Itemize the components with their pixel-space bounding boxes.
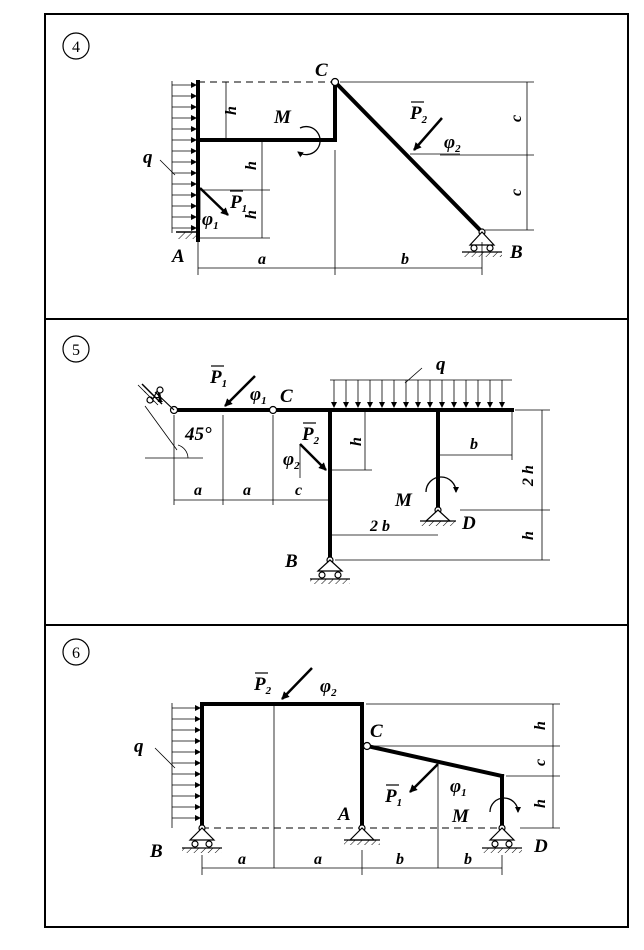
dim-2b: 2 b xyxy=(369,518,390,535)
frame-members xyxy=(172,408,514,562)
hinge-C xyxy=(362,741,372,751)
dim-2h: 2 h xyxy=(520,465,537,487)
dim-a: a xyxy=(243,482,251,499)
moment-M-arc xyxy=(297,125,321,158)
panel-number: 4 xyxy=(72,39,80,56)
dim-b: b xyxy=(396,851,404,868)
dim-b: b xyxy=(470,436,478,453)
dim-h: h xyxy=(223,106,240,115)
load-label-q: q xyxy=(134,736,144,757)
panel-5: 5 q A xyxy=(62,335,550,584)
force-P2-label: P2 xyxy=(253,674,272,697)
force-P1-arrow xyxy=(224,375,256,407)
label-B: B xyxy=(509,242,523,263)
dim-a: a xyxy=(238,851,246,868)
dim-a: a xyxy=(314,851,322,868)
force-P2-arrow xyxy=(413,117,443,151)
outer-frame xyxy=(44,13,629,928)
frame-members xyxy=(196,79,485,242)
dim-h: h xyxy=(243,210,260,219)
angle-label-45: 45° xyxy=(184,424,212,445)
dim-c: c xyxy=(532,759,549,766)
label-D: D xyxy=(461,513,476,534)
dim-h: h xyxy=(348,437,365,446)
ground-hatch xyxy=(310,579,350,584)
fixed-support-A xyxy=(178,232,196,239)
label-A: A xyxy=(171,246,185,267)
force-P2-arrow xyxy=(281,667,313,700)
hinge-C xyxy=(268,405,278,415)
panel-6: 6 q C P2 xyxy=(62,638,560,875)
angle-arc-45 xyxy=(177,444,189,459)
force-P2-label: P2 xyxy=(301,424,320,447)
panel-number-circle xyxy=(62,32,90,60)
dim-b: b xyxy=(401,251,409,268)
ground-hatch xyxy=(482,848,522,853)
dim-h: h xyxy=(520,531,537,540)
moment-M-arc xyxy=(489,797,521,813)
force-P1-arrow xyxy=(409,763,439,793)
dim-b: b xyxy=(464,851,472,868)
angle-phi1-label: φ1 xyxy=(450,776,467,799)
dim-a: a xyxy=(258,251,266,268)
angle-phi2-label: φ2 xyxy=(283,449,300,472)
dimensions xyxy=(201,703,560,875)
hinge-C xyxy=(330,77,340,87)
dim-a: a xyxy=(194,482,202,499)
force-P2-label: P2 xyxy=(409,103,428,126)
dim-h: h xyxy=(532,799,549,808)
moment-label-M: M xyxy=(394,490,413,511)
panel-4: 4 q C xyxy=(62,32,534,275)
panel-number-circle xyxy=(62,335,90,363)
roller-support-D xyxy=(482,824,522,849)
angle-phi2-label: φ2 xyxy=(444,132,461,155)
panel-number: 6 xyxy=(72,645,80,662)
panel-number-circle xyxy=(62,638,90,666)
pin-support-A xyxy=(344,824,380,841)
force-P1-label: P1 xyxy=(209,367,227,390)
label-C: C xyxy=(370,721,383,742)
angle-phi2-label: φ2 xyxy=(320,676,337,699)
dim-h: h xyxy=(532,721,549,730)
angle-phi1-label: φ1 xyxy=(202,209,219,232)
distributed-load-q xyxy=(159,81,197,233)
dim-c: c xyxy=(508,189,525,196)
label-C: C xyxy=(315,60,328,81)
moment-label-M: M xyxy=(451,806,470,827)
label-B: B xyxy=(149,841,163,862)
ground-hatch xyxy=(420,521,456,526)
load-label-q: q xyxy=(436,354,446,375)
dimensions xyxy=(173,409,550,561)
label-C: C xyxy=(280,386,293,407)
frame-members xyxy=(200,702,505,830)
distributed-load-q xyxy=(330,367,512,408)
inclined-support-A xyxy=(137,383,203,459)
label-D: D xyxy=(533,836,548,857)
force-P1-arrow xyxy=(199,187,229,216)
pin-support-D xyxy=(420,506,456,522)
moment-M-arc xyxy=(425,476,459,493)
dim-c: c xyxy=(508,115,525,122)
label-A: A xyxy=(337,804,351,825)
ground-hatch xyxy=(182,848,222,853)
label-B: B xyxy=(284,551,298,572)
angle-phi1-label: φ1 xyxy=(250,384,267,407)
force-P1-label: P1 xyxy=(229,192,247,215)
dim-h: h xyxy=(243,161,260,170)
ground-hatch xyxy=(344,840,380,845)
dim-c: c xyxy=(295,482,302,499)
load-label-q: q xyxy=(143,147,153,168)
panel-number: 5 xyxy=(72,342,80,359)
moment-label-M: M xyxy=(273,107,292,128)
dimensions xyxy=(197,81,534,275)
distributed-load-q xyxy=(154,703,201,828)
force-P1-label: P1 xyxy=(384,786,402,809)
force-P2-arrow xyxy=(299,443,327,471)
